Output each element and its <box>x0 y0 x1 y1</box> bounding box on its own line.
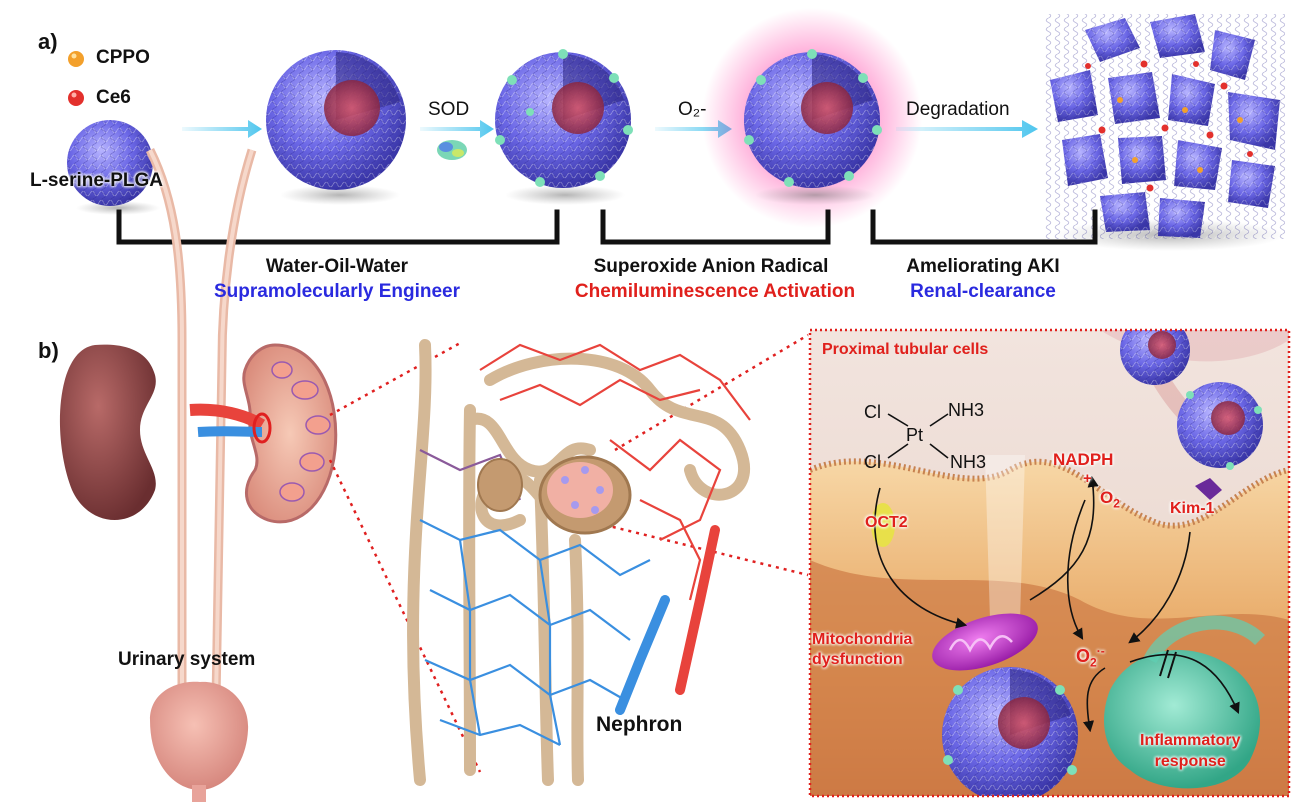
left-kidney <box>59 344 156 520</box>
legend-cppo-label: CPPO <box>96 47 150 68</box>
bracket-2-title: Superoxide Anion Radical <box>593 256 829 277</box>
legend-ce6-label: Ce6 <box>96 87 131 108</box>
macrophage <box>1104 650 1260 789</box>
inset-graphics <box>810 330 1289 796</box>
cisplatin-nh3-bottom: NH3 <box>950 452 987 472</box>
mitochondria-dysfunction-label: Mitochondria dysfunction <box>812 631 913 668</box>
ce6-legend-dot <box>68 90 84 106</box>
arrow-step-3 <box>655 120 732 138</box>
bladder <box>150 681 249 790</box>
released-cppo <box>1117 97 1243 173</box>
brackets <box>116 209 1098 245</box>
bracket-2-subtitle: Chemiluminescence Activation <box>574 281 856 302</box>
activated-particle <box>744 49 882 188</box>
urinary-system-label: Urinary system <box>118 649 256 670</box>
oxygen-label: O2 <box>1100 488 1120 511</box>
cisplatin-cl-top: Cl <box>864 402 881 422</box>
kim1-label: Kim-1 <box>1170 500 1215 517</box>
step-degradation-label: Degradation <box>906 99 1010 120</box>
pathway-arrows <box>874 475 1240 733</box>
bracket-1-title: Water-Oil-Water <box>265 256 409 277</box>
bracket-3-subtitle: Renal-clearance <box>910 281 1056 302</box>
cisplatin-bonds <box>887 413 949 459</box>
bracket-3-title: Ameliorating AKI <box>906 256 1060 277</box>
cisplatin-nh3-top: NH3 <box>948 400 985 420</box>
sod-enzyme <box>437 140 467 160</box>
superoxide-label: O2·- <box>1076 644 1105 670</box>
nephron-tubules <box>407 339 751 786</box>
panel-b-label: b) <box>38 338 59 363</box>
kidney-pyramids <box>271 361 331 502</box>
inflammatory-response-label: Inflammatory response <box>1140 732 1241 770</box>
nadph-label: NADPH <box>1053 450 1114 469</box>
arrow-step-4 <box>896 120 1038 138</box>
inset-border <box>808 328 1291 798</box>
oct2-label: OCT2 <box>865 514 908 531</box>
step-sod-label: SOD <box>428 99 470 120</box>
plga-particle <box>67 120 153 206</box>
cisplatin-pt: Pt <box>906 425 924 445</box>
inset-title: Proximal tubular cells <box>822 341 989 358</box>
sod-coated-particle <box>495 49 633 188</box>
veins <box>419 519 651 746</box>
panel-a-graphics <box>67 8 1285 251</box>
cisplatin-cl-bottom: Cl <box>864 452 881 472</box>
arrow-step-2 <box>420 120 494 138</box>
step-superoxide-label: O₂- <box>678 99 707 120</box>
bracket-1-subtitle: Supramolecularly Engineer <box>213 281 461 302</box>
cppo-legend-dot <box>68 51 84 67</box>
plus-sign: + <box>1083 470 1092 487</box>
panel-b-graphics <box>59 147 1291 802</box>
nephron-label: Nephron <box>596 713 683 736</box>
released-ce6 <box>1085 60 1253 192</box>
plga-label: L-serine-PLGA <box>30 170 164 191</box>
inset-nanoparticle <box>942 667 1078 796</box>
arteries <box>479 343 751 601</box>
arrow-step-1 <box>182 120 262 138</box>
panel-a-label: a) <box>38 29 58 54</box>
loaded-particle <box>266 50 406 190</box>
